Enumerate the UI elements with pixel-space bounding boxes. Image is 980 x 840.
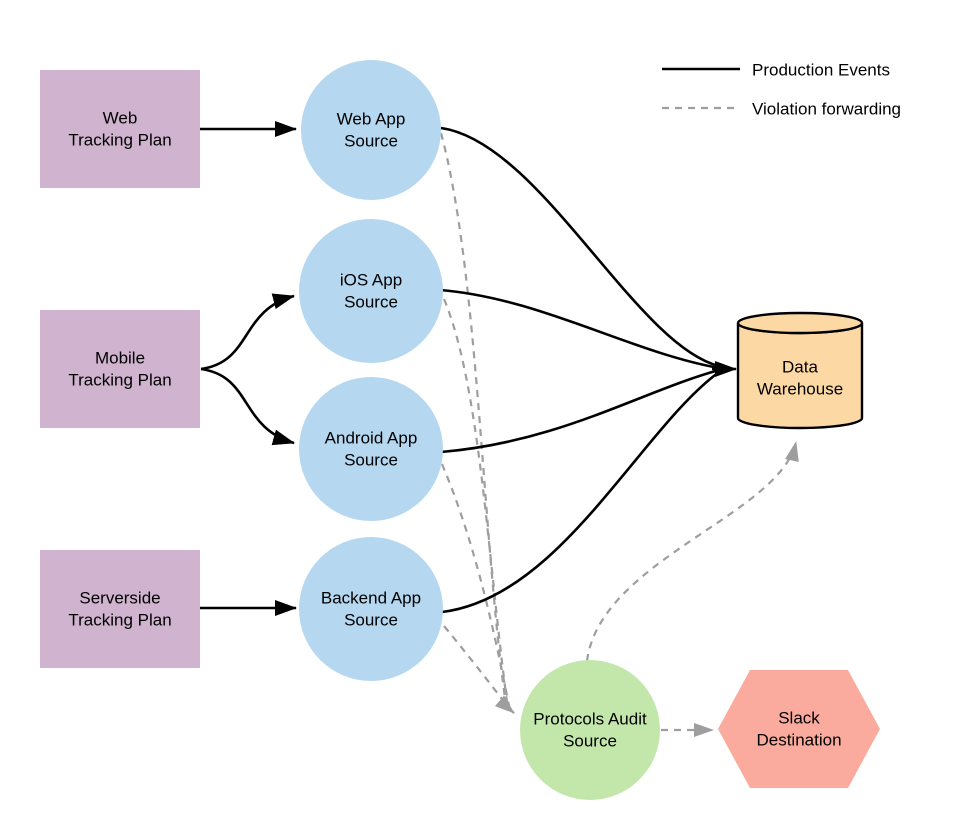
backend-app-source-label-line2: Source (344, 611, 398, 630)
web-app-source-label-line1: Web App (337, 110, 406, 129)
node-mobile-tracking-plan: Mobile Tracking Plan (40, 310, 200, 428)
node-serverside-tracking-plan: Serverside Tracking Plan (40, 550, 200, 668)
web-tracking-plan-shape (40, 70, 200, 188)
edge-android-source-to-audit (440, 463, 511, 707)
slack-destination-label-line2: Destination (756, 731, 841, 750)
node-ios-app-source: iOS App Source (299, 219, 443, 363)
node-data-warehouse: Data Warehouse (736, 311, 864, 430)
android-app-source-label-line1: Android App (325, 429, 418, 448)
node-backend-app-source: Backend App Source (299, 537, 443, 681)
ios-app-source-shape (299, 219, 443, 363)
node-web-app-source: Web App Source (301, 60, 441, 200)
edge-mobile-plan-to-ios-source (200, 293, 295, 371)
legend-violation-forwarding-label: Violation forwarding (752, 100, 901, 119)
node-slack-destination: Slack Destination (718, 670, 880, 788)
web-app-source-label-line2: Source (344, 132, 398, 151)
backend-app-source-label-line1: Backend App (321, 589, 421, 608)
legend-production-events-label: Production Events (752, 61, 890, 80)
edge-web-source-to-warehouse (440, 126, 720, 368)
serverside-tracking-plan-shape (40, 550, 200, 668)
edge-backend-source-to-warehouse (441, 370, 720, 614)
edge-audit-convergence-arrow (494, 695, 515, 714)
web-tracking-plan-label-line1: Web (103, 109, 138, 128)
web-tracking-plan-label-line2: Tracking Plan (68, 131, 171, 150)
serverside-tracking-plan-label-line2: Tracking Plan (68, 611, 171, 630)
edge-web-source-to-audit (439, 132, 507, 699)
protocols-audit-source-label-line1: Protocols Audit (533, 710, 647, 729)
data-warehouse-label-line1: Data (782, 358, 818, 377)
mobile-tracking-plan-label-line1: Mobile (95, 349, 145, 368)
production-edges (200, 121, 737, 616)
ios-app-source-label-line1: iOS App (340, 271, 402, 290)
edge-ios-source-to-warehouse (439, 288, 720, 370)
android-app-source-label-line2: Source (344, 451, 398, 470)
edge-audit-to-warehouse (585, 441, 799, 662)
android-app-source-shape (299, 377, 443, 521)
node-protocols-audit-source: Protocols Audit Source (520, 660, 660, 800)
backend-app-source-shape (299, 537, 443, 681)
data-warehouse-label-line2: Warehouse (757, 380, 843, 399)
node-web-tracking-plan: Web Tracking Plan (40, 70, 200, 188)
edge-android-source-to-warehouse (440, 368, 720, 454)
legend: Production Events Violation forwarding (662, 61, 901, 119)
slack-destination-label-line1: Slack (778, 709, 820, 728)
node-android-app-source: Android App Source (299, 377, 443, 521)
violation-edges (439, 132, 799, 737)
data-warehouse-top-rim (736, 311, 864, 335)
mobile-tracking-plan-shape (40, 310, 200, 428)
slack-destination-shape (718, 670, 880, 788)
edge-mobile-plan-to-android-source (200, 367, 295, 446)
web-app-source-shape (301, 60, 441, 200)
ios-app-source-label-line2: Source (344, 293, 398, 312)
protocols-audit-source-label-line2: Source (563, 732, 617, 751)
serverside-tracking-plan-label-line1: Serverside (79, 589, 160, 608)
edge-ios-source-to-audit (442, 298, 509, 703)
mobile-tracking-plan-label-line2: Tracking Plan (68, 371, 171, 390)
edge-backend-source-to-audit (443, 625, 506, 704)
protocols-audit-source-shape (520, 660, 660, 800)
